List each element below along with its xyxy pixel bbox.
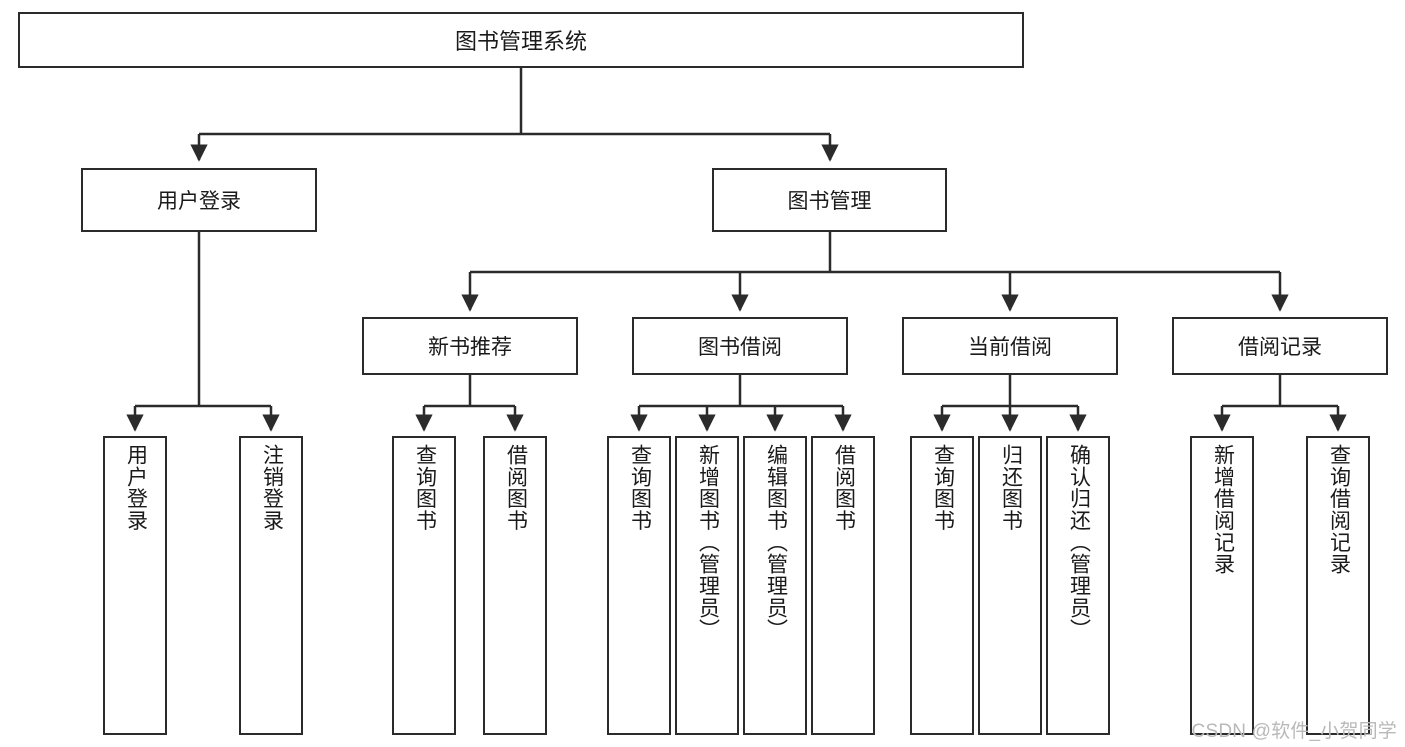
leaf-query-book-borrow[interactable]: 查询图书 <box>607 436 671 735</box>
leaf-query-borrow-record-label: 查询借阅记录 <box>1327 444 1351 576</box>
leaf-add-book-admin[interactable]: 新增图书（管理员） <box>675 436 739 735</box>
leaf-logout-label: 注销登录 <box>260 444 284 532</box>
node-root[interactable]: 图书管理系统 <box>18 12 1024 68</box>
leaf-borrow-book[interactable]: 借阅图书 <box>811 436 875 735</box>
node-new-book-recommend[interactable]: 新书推荐 <box>362 317 578 375</box>
node-root-label: 图书管理系统 <box>454 29 587 54</box>
node-book-management-label: 图书管理 <box>787 190 872 213</box>
leaf-query-book-recommend-label: 查询图书 <box>413 444 437 532</box>
leaf-query-book-borrow-label: 查询图书 <box>628 444 652 532</box>
node-book-management[interactable]: 图书管理 <box>712 168 947 232</box>
leaf-add-borrow-record[interactable]: 新增借阅记录 <box>1190 436 1254 735</box>
leaf-query-borrow-record[interactable]: 查询借阅记录 <box>1306 436 1370 735</box>
node-current-borrow[interactable]: 当前借阅 <box>902 317 1118 375</box>
node-user-login-label: 用户登录 <box>157 190 241 213</box>
leaf-borrow-book-recommend-label: 借阅图书 <box>504 444 528 532</box>
node-borrow-record-label: 借阅记录 <box>1238 336 1322 359</box>
leaf-edit-book-admin[interactable]: 编辑图书（管理员） <box>743 436 807 735</box>
node-borrow-record[interactable]: 借阅记录 <box>1172 317 1388 375</box>
leaf-add-borrow-record-label: 新增借阅记录 <box>1211 444 1235 576</box>
leaf-query-book-recommend[interactable]: 查询图书 <box>392 436 456 735</box>
leaf-confirm-return-admin[interactable]: 确认归还（管理员） <box>1046 436 1110 735</box>
node-current-borrow-label: 当前借阅 <box>968 336 1052 359</box>
leaf-query-book-current-label: 查询图书 <box>931 444 955 532</box>
leaf-logout[interactable]: 注销登录 <box>239 436 303 735</box>
watermark-text: CSDN @软件_小贺同学 <box>1191 721 1397 742</box>
leaf-return-book-label: 归还图书 <box>999 444 1023 532</box>
leaf-return-book[interactable]: 归还图书 <box>978 436 1042 735</box>
node-book-borrow-label: 图书借阅 <box>698 336 782 359</box>
node-book-borrow[interactable]: 图书借阅 <box>632 317 848 375</box>
leaf-add-book-admin-label: 新增图书（管理员） <box>696 444 720 641</box>
leaf-user-login[interactable]: 用户登录 <box>103 436 167 735</box>
leaf-confirm-return-admin-label: 确认归还（管理员） <box>1067 444 1091 641</box>
leaf-edit-book-admin-label: 编辑图书（管理员） <box>764 444 788 641</box>
leaf-query-book-current[interactable]: 查询图书 <box>910 436 974 735</box>
leaf-borrow-book-recommend[interactable]: 借阅图书 <box>483 436 547 735</box>
leaf-user-login-label: 用户登录 <box>124 444 148 532</box>
node-new-book-recommend-label: 新书推荐 <box>428 336 512 359</box>
leaf-borrow-book-label: 借阅图书 <box>832 444 856 532</box>
node-user-login[interactable]: 用户登录 <box>81 168 317 232</box>
